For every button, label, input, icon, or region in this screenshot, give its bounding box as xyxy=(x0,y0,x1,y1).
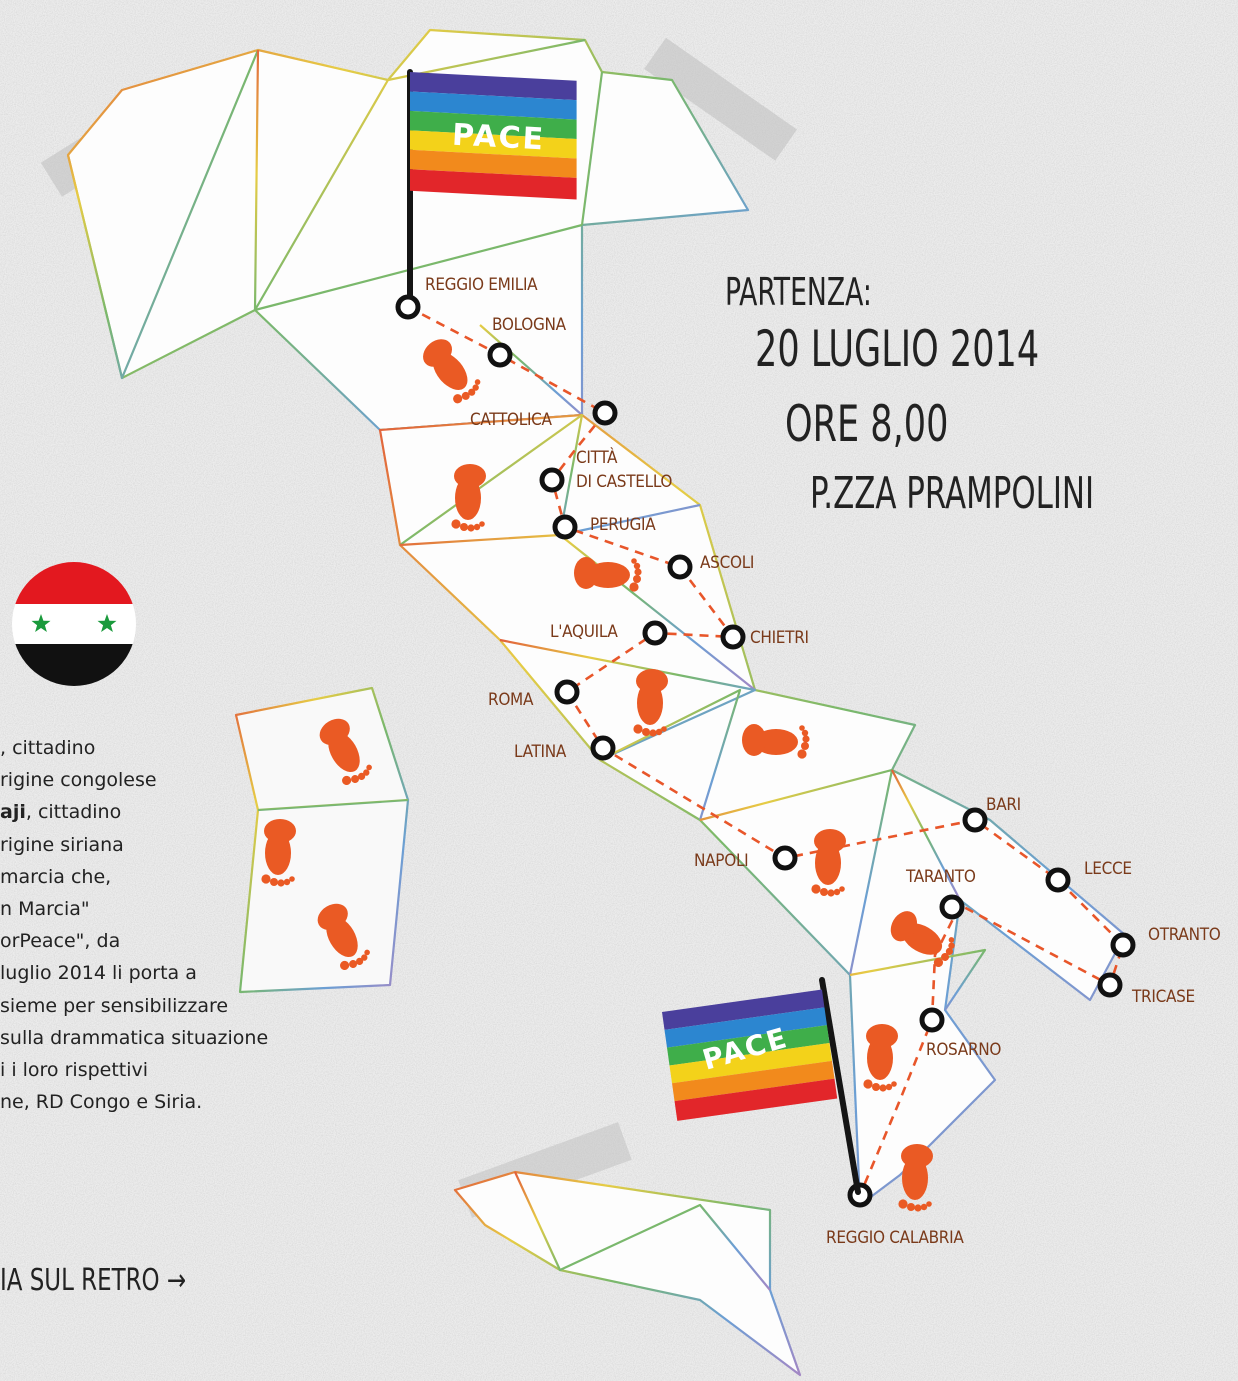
departure-label: PARTENZA: xyxy=(725,270,872,314)
stop-rosarno xyxy=(919,1007,945,1033)
stop-latina xyxy=(590,735,616,761)
stop-perugia xyxy=(552,514,578,540)
italy-polygon-map xyxy=(66,28,1127,1377)
story-line: sieme per sensibilizzare xyxy=(0,994,229,1017)
flag-north-text: PACE xyxy=(451,118,546,158)
label-chietri: CHIETRI xyxy=(750,628,809,648)
route-stops xyxy=(395,294,1136,1208)
label-cattolica: CATTOLICA xyxy=(470,410,553,430)
peace-flag-north: PACE xyxy=(407,69,577,299)
syria-flag-icon xyxy=(12,562,136,686)
city-labels: REGGIO EMILIA BOLOGNA CATTOLICA CITTÀ DI… xyxy=(425,275,1221,1248)
story-line: luglio 2014 li porta a xyxy=(0,962,197,985)
label-reggio-calabria: REGGIO CALABRIA xyxy=(826,1228,964,1248)
label-napoli: NAPOLI xyxy=(694,851,748,871)
stop-tricase xyxy=(1097,972,1123,998)
story-bold-name: aji xyxy=(0,801,26,824)
stop-citta-di-castello xyxy=(539,467,565,493)
story-line: , cittadino xyxy=(0,737,96,759)
stop-reggio-emilia xyxy=(395,294,421,320)
departure-date: 20 LUGLIO 2014 xyxy=(755,320,1040,378)
stop-taranto xyxy=(939,894,965,920)
program-on-back-link: IA SUL RETRO → xyxy=(0,1263,187,1298)
foot-icon xyxy=(898,1144,933,1212)
label-laquila: L'AQUILA xyxy=(550,622,618,642)
story-line: n Marcia" xyxy=(0,897,90,920)
stop-ascoli xyxy=(667,554,693,580)
story-line: sulla drammatica situazione xyxy=(0,1026,269,1049)
label-bari: BARI xyxy=(986,795,1021,815)
story-line: marcia che, xyxy=(0,865,112,888)
story-line: aji, cittadino xyxy=(0,796,340,828)
stop-chietri xyxy=(720,624,746,650)
departure-time: ORE 8,00 xyxy=(785,395,949,453)
label-roma: ROMA xyxy=(488,690,534,710)
label-taranto: TARANTO xyxy=(905,867,976,887)
label-citta-line2: DI CASTELLO xyxy=(576,472,672,492)
stop-cattolica xyxy=(592,400,618,426)
story-line-rest: , cittadino xyxy=(25,801,122,824)
stop-napoli xyxy=(772,845,798,871)
label-otranto: OTRANTO xyxy=(1148,925,1221,945)
label-perugia: PERUGIA xyxy=(590,515,656,535)
stop-lecce xyxy=(1045,867,1071,893)
label-reggio-emilia: REGGIO EMILIA xyxy=(425,275,538,295)
story-text: , cittadino rigine congolese aji, cittad… xyxy=(0,732,340,1118)
stop-roma xyxy=(554,679,580,705)
stop-otranto xyxy=(1110,932,1136,958)
label-tricase: TRICASE xyxy=(1131,987,1195,1007)
story-line: ne, RD Congo e Siria. xyxy=(0,1091,203,1114)
story-line: rigine siriana xyxy=(0,833,124,856)
label-citta-line1: CITTÀ xyxy=(576,446,618,468)
stop-laquila xyxy=(642,620,668,646)
stop-bologna xyxy=(487,342,513,368)
story-line: i i loro rispettivi xyxy=(0,1058,149,1081)
label-latina: LATINA xyxy=(514,742,567,762)
label-ascoli: ASCOLI xyxy=(700,553,754,573)
label-rosarno: ROSARNO xyxy=(926,1040,1001,1060)
departure-place: P.ZZA PRAMPOLINI xyxy=(810,468,1095,519)
label-lecce: LECCE xyxy=(1084,859,1132,879)
story-line: orPeace", da xyxy=(0,930,121,953)
label-bologna: BOLOGNA xyxy=(492,315,567,335)
peace-flag-south: PACE xyxy=(662,977,861,1195)
story-line: rigine congolese xyxy=(0,769,157,792)
stop-bari xyxy=(962,807,988,833)
